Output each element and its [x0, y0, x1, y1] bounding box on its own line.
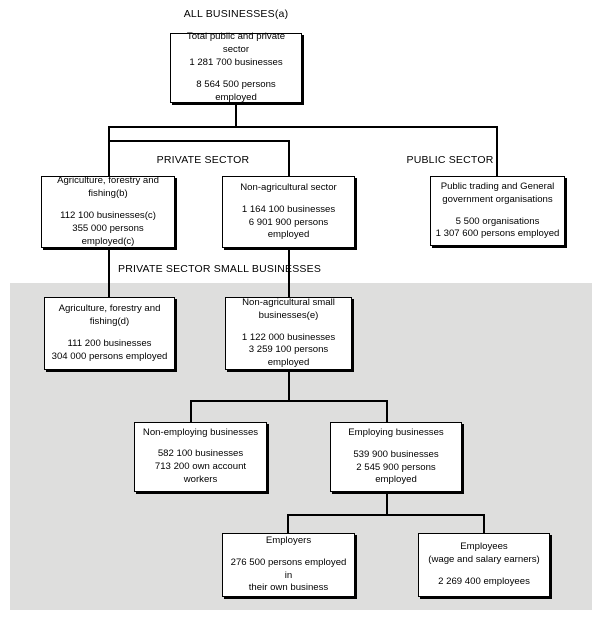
node-public-trading-government-stats: 5 500 organisations 1 307 600 persons em…: [435, 215, 560, 240]
node-non-agricultural-sector: Non-agricultural sector 1 164 100 busine…: [222, 176, 355, 248]
node-total-businesses-title: Total public and private sector 1 281 70…: [186, 31, 286, 69]
connector-employers-drop: [287, 514, 289, 533]
node-non-agricultural-small-business-stats: 1 122 000 businesses 3 259 100 persons e…: [241, 331, 336, 369]
connector-agriculture-drop: [108, 140, 110, 176]
node-agriculture-small-business-stats: 111 200 businesses 304 000 persons emplo…: [51, 338, 168, 362]
node-non-agricultural-small-business: Non-agricultural small businesses(e) 1 1…: [225, 297, 352, 370]
connector-small-business-stem: [288, 370, 290, 401]
connector-non-employing-drop: [190, 400, 192, 423]
caption-private-sector-small-businesses: PRIVATE SECTOR SMALL BUSINESSES: [118, 263, 322, 275]
node-agriculture-forestry-fishing-stats: 112 100 businesses(c) 355 000 persons em…: [60, 210, 156, 247]
connector-agriculture-to-small: [108, 248, 110, 297]
node-employees-title: Employees (wage and salary earners): [428, 541, 540, 566]
connector-total-stem: [235, 103, 237, 127]
node-employing-businesses: Employing businesses 539 900 businesses …: [330, 422, 462, 492]
node-employing-businesses-title: Employing businesses: [348, 426, 444, 438]
caption-private-sector: PRIVATE SECTOR: [156, 154, 250, 166]
node-employees-stats: 2 269 400 employees: [438, 575, 530, 587]
caption-all-businesses: ALL BUSINESSES(a): [183, 8, 289, 20]
node-non-employing-businesses: Non-employing businesses 582 100 busines…: [134, 422, 267, 492]
caption-public-sector: PUBLIC SECTOR: [406, 154, 494, 166]
node-agriculture-forestry-fishing: Agriculture, forestry and fishing(b) 112…: [41, 175, 175, 248]
node-non-agricultural-small-business-title: Non-agricultural small businesses(e): [242, 296, 335, 321]
connector-non-agricultural-to-small: [288, 248, 290, 297]
node-non-employing-businesses-title: Non-employing businesses: [142, 427, 259, 439]
connector-employment-split-bar: [190, 400, 388, 402]
connector-employing-stem: [386, 492, 388, 515]
node-agriculture-small-business-title: Agriculture, forestry and fishing(d): [58, 303, 161, 328]
node-non-employing-businesses-stats: 582 100 businesses 713 200 own account w…: [154, 448, 247, 485]
connector-public-sector-drop: [496, 126, 498, 176]
node-employers-title: Employers: [265, 534, 312, 546]
node-employing-businesses-stats: 539 900 businesses 2 545 900 persons emp…: [353, 448, 439, 486]
node-employers: Employers 276 500 persons employed in th…: [222, 533, 355, 597]
node-total-businesses: Total public and private sector 1 281 70…: [170, 31, 302, 103]
connector-employees-drop: [483, 514, 485, 533]
node-non-agricultural-sector-stats: 1 164 100 businesses 6 901 900 persons e…: [241, 203, 336, 241]
node-employees: Employees (wage and salary earners) 2 26…: [418, 533, 550, 597]
connector-top-split-bar: [108, 126, 497, 128]
connector-employer-employee-split-bar: [287, 514, 485, 516]
connector-employing-drop: [386, 400, 388, 423]
connector-private-sector-drop: [108, 126, 110, 141]
connector-non-agricultural-drop: [288, 140, 290, 176]
node-employers-stats: 276 500 persons employed in their own bu…: [230, 556, 347, 594]
node-agriculture-forestry-fishing-title: Agriculture, forestry and fishing(b): [57, 175, 159, 200]
node-non-agricultural-sector-title: Non-agricultural sector: [240, 181, 337, 193]
node-public-trading-government: Public trading and General government or…: [430, 176, 565, 246]
node-public-trading-government-title: Public trading and General government or…: [440, 180, 555, 205]
node-total-businesses-stats: 8 564 500 persons employed: [196, 78, 276, 103]
node-agriculture-small-business: Agriculture, forestry and fishing(d) 111…: [44, 297, 175, 370]
connector-private-sector-bar: [108, 140, 289, 142]
